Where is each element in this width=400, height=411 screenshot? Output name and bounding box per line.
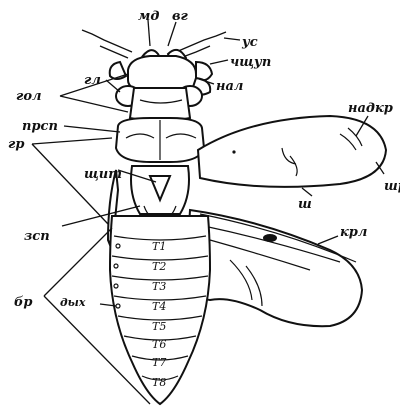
- segment-label-t8: T8: [152, 376, 166, 389]
- scutellum: [131, 166, 189, 217]
- segment-label-t5: T5: [152, 320, 166, 333]
- label-mandibles: мд: [138, 9, 159, 24]
- segment-label-t2: T2: [152, 260, 166, 273]
- label-head: гол: [16, 89, 42, 104]
- label-elytron: надкр: [348, 101, 393, 116]
- label-scutellum: щит: [84, 167, 122, 182]
- label-abdomen: бр: [14, 295, 32, 310]
- hind-wing: [186, 210, 362, 326]
- label-upper-lip: вг: [172, 9, 189, 24]
- label-seam: ш: [298, 197, 312, 212]
- segment-label-t7: T7: [152, 356, 166, 369]
- label-spiracle: дых: [60, 296, 86, 309]
- segment-label-t6: T6: [152, 338, 166, 351]
- segment-label-t3: T3: [152, 280, 166, 293]
- label-pronotum: прсп: [22, 119, 58, 134]
- label-wing: крл: [340, 225, 367, 240]
- pronotum: [116, 118, 204, 162]
- right-elytron: [198, 116, 386, 187]
- segment-label-t4: T4: [152, 300, 166, 313]
- label-maxillary-palps: чщуп: [230, 55, 271, 70]
- label-metathorax-back: зсп: [24, 229, 50, 244]
- label-thorax: гр: [8, 137, 24, 152]
- segment-label-t1: T1: [152, 240, 166, 253]
- label-antennae: ус: [241, 35, 258, 50]
- label-labial-palps: нал: [216, 79, 243, 94]
- label-eye: гл: [84, 73, 101, 88]
- head: [110, 50, 212, 121]
- label-suture: шр: [384, 179, 400, 194]
